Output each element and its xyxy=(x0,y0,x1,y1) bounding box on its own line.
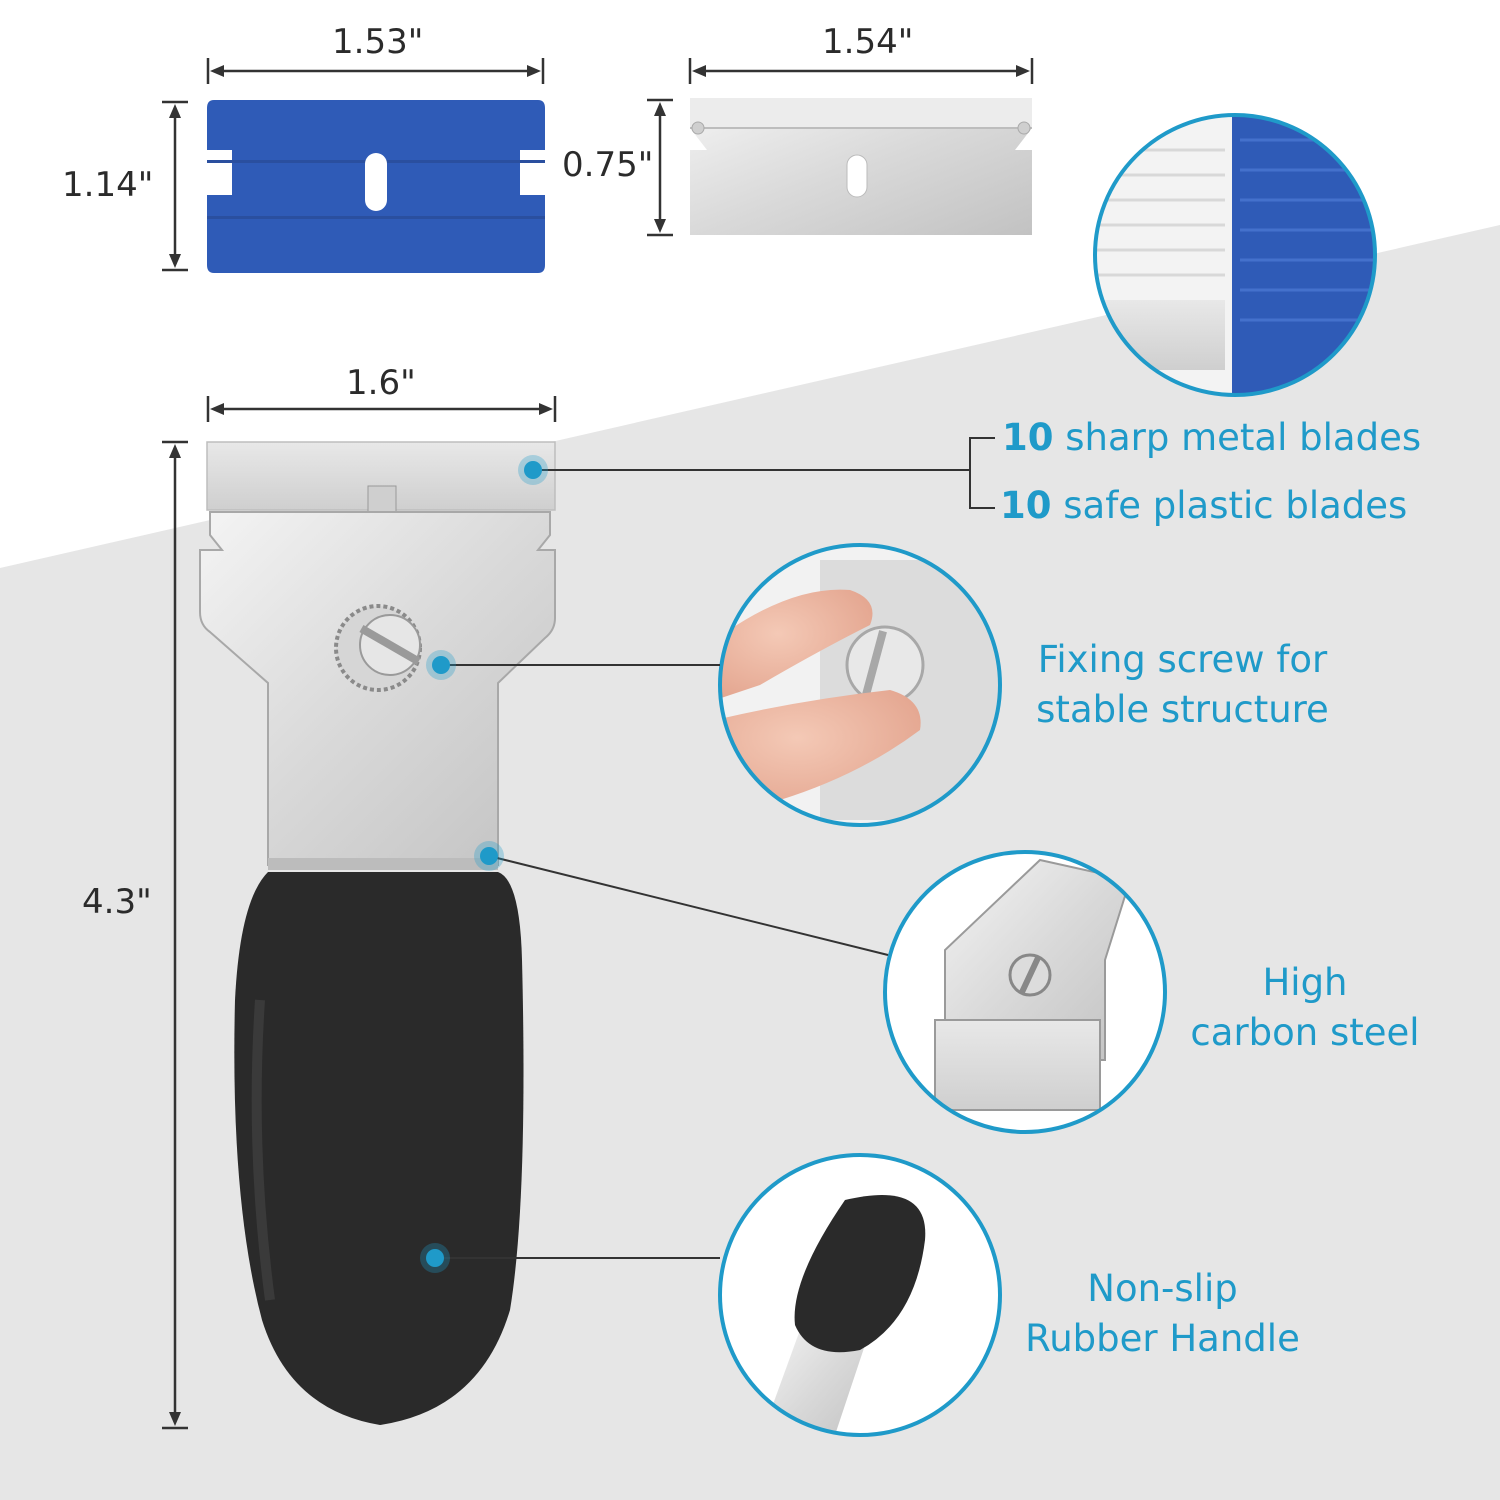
steel-closeup-image xyxy=(885,852,1165,1132)
metal-blades-count: 10 xyxy=(1002,416,1054,459)
plastic-blades-count: 10 xyxy=(1000,484,1052,527)
screw-feature-line2: stable structure xyxy=(1036,688,1329,731)
callout-dot-icon xyxy=(420,455,548,1273)
plastic-blades-feature: 10 safe plastic blades xyxy=(1000,481,1407,531)
screw-feature-line1: Fixing screw for xyxy=(1037,638,1328,681)
plastic-blades-text: safe plastic blades xyxy=(1051,484,1408,527)
metal-blade-height-label: 0.75" xyxy=(562,145,654,185)
scraper-width-label: 1.6" xyxy=(346,363,416,403)
plastic-blade-height-label: 1.14" xyxy=(62,165,154,205)
callout-lines xyxy=(435,437,995,1259)
metal-blade-icon xyxy=(690,98,1032,235)
blade-closeup-frame xyxy=(1093,113,1377,397)
steel-closeup-frame xyxy=(883,850,1167,1134)
scraper-height-label: 4.3" xyxy=(82,882,152,922)
scraper-icon xyxy=(199,441,556,1425)
screw-closeup-image xyxy=(720,545,1000,825)
dimension-lines xyxy=(162,58,1034,1430)
handle-feature-line2: Rubber Handle xyxy=(1025,1317,1300,1360)
metal-blades-feature: 10 sharp metal blades xyxy=(1002,413,1421,463)
metal-blade-width-label: 1.54" xyxy=(822,22,914,62)
handle-closeup-frame xyxy=(718,1153,1002,1437)
metal-blades-text: sharp metal blades xyxy=(1053,416,1422,459)
steel-feature-line1: High xyxy=(1262,961,1348,1004)
steel-feature-line2: carbon steel xyxy=(1190,1011,1420,1054)
handle-closeup-image xyxy=(720,1155,1000,1435)
screw-closeup-frame xyxy=(718,543,1002,827)
handle-feature-line1: Non-slip xyxy=(1087,1267,1238,1310)
plastic-blade-icon xyxy=(207,100,545,273)
plastic-blade-width-label: 1.53" xyxy=(332,22,424,62)
